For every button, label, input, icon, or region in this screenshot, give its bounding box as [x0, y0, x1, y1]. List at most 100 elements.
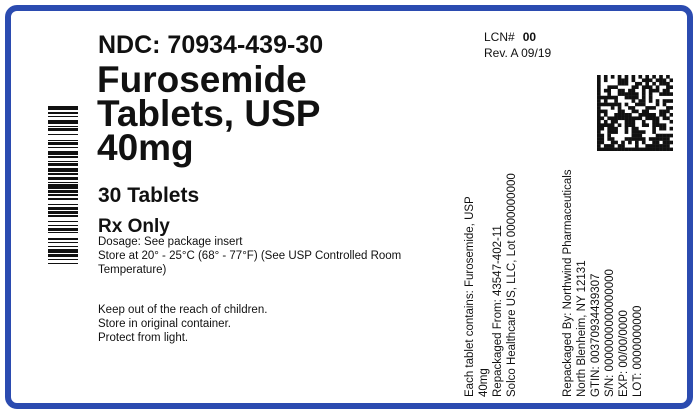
datamatrix-module: [631, 133, 636, 138]
datamatrix-module: [614, 140, 618, 145]
datamatrix-module: [659, 113, 663, 117]
datamatrix-module: [662, 102, 667, 107]
store-container-text: Store in original container.: [98, 318, 231, 330]
datamatrix-module: [600, 137, 605, 141]
datamatrix-module: [621, 140, 625, 145]
datamatrix-module: [659, 81, 663, 86]
datamatrix-module: [638, 147, 643, 151]
datamatrix-module: [610, 123, 615, 128]
datamatrix-module: [621, 92, 625, 96]
datamatrix-module: [617, 144, 622, 148]
datamatrix-module: [597, 144, 601, 148]
datamatrix-module: [645, 113, 650, 117]
datamatrix-module: [666, 106, 670, 110]
datamatrix-module: [603, 99, 608, 103]
datamatrix-module: [666, 137, 670, 141]
datamatrix-module: [669, 113, 673, 117]
datamatrix-module: [607, 102, 612, 107]
datamatrix-module: [641, 137, 646, 141]
datamatrix-module: [610, 116, 615, 121]
datamatrix-module: [597, 147, 601, 151]
datamatrix-module: [600, 95, 605, 100]
side-text-line: EXP: 00/00/0000: [618, 310, 630, 397]
label-content: NDC: 70934-439-30 Furosemide Tablets, US…: [11, 11, 687, 403]
datamatrix-module: [655, 137, 660, 141]
datamatrix-module: [597, 123, 601, 128]
datamatrix-module: [659, 92, 663, 96]
barcode-bar: [48, 241, 78, 244]
datamatrix-module: [631, 116, 636, 121]
datamatrix-module: [652, 130, 656, 134]
datamatrix-module: [666, 147, 670, 151]
datamatrix-module: [631, 109, 636, 114]
keep-out-warning: Keep out of the reach of children.: [98, 304, 268, 316]
datamatrix-module: [603, 113, 608, 117]
datamatrix-module: [652, 81, 656, 86]
datamatrix-module: [638, 133, 643, 138]
datamatrix-module: [621, 147, 625, 151]
datamatrix-module: [597, 119, 601, 124]
datamatrix-module: [607, 88, 612, 93]
datamatrix-module: [638, 130, 643, 134]
datamatrix-module: [648, 78, 653, 83]
datamatrix-module: [600, 140, 605, 145]
datamatrix-module: [614, 99, 618, 103]
datamatrix-module: [666, 99, 670, 103]
datamatrix-module: [666, 144, 670, 148]
side-text-line: S/N: 0000000000000000: [604, 269, 616, 397]
datamatrix-module: [659, 133, 663, 138]
datamatrix-module: [610, 130, 615, 134]
datamatrix-module: [662, 144, 667, 148]
datamatrix-module: [597, 106, 601, 110]
datamatrix-module: [607, 130, 612, 134]
datamatrix-module: [641, 130, 646, 134]
datamatrix-module: [645, 109, 650, 114]
datamatrix-module: [621, 116, 625, 121]
datamatrix-module: [652, 147, 656, 151]
barcode-bar: [48, 146, 78, 148]
datamatrix-module: [645, 81, 650, 86]
datamatrix-module: [597, 75, 601, 79]
ingredient-column: Each tablet contains: Furosemide, USP 40…: [463, 173, 519, 397]
datamatrix-module: [662, 137, 667, 141]
datamatrix-module: [631, 147, 636, 151]
datamatrix-module: [635, 109, 639, 114]
datamatrix-module: [628, 113, 632, 117]
datamatrix-module: [614, 95, 618, 100]
datamatrix-module: [666, 81, 670, 86]
datamatrix-module: [607, 123, 612, 128]
barcode-bar: [48, 115, 78, 118]
datamatrix-module: [662, 78, 667, 83]
datamatrix-module: [655, 102, 660, 107]
datamatrix-module: [635, 130, 639, 134]
datamatrix-module: [614, 119, 618, 124]
barcode-bar: [48, 206, 78, 210]
datamatrix-module: [624, 81, 629, 86]
datamatrix-module: [617, 147, 622, 151]
datamatrix-module: [659, 137, 663, 141]
barcode-bar: [48, 184, 78, 189]
datamatrix-module: [662, 147, 667, 151]
drug-name: Furosemide Tablets, USP 40mg: [97, 61, 337, 166]
dosage-text: Dosage: See package insert: [98, 236, 243, 248]
barcode-bar: [48, 225, 78, 227]
datamatrix-module: [607, 147, 612, 151]
rx-only: Rx Only: [98, 216, 170, 237]
datamatrix-module: [631, 85, 636, 90]
datamatrix-module: [597, 99, 601, 103]
datamatrix-module: [628, 88, 632, 93]
datamatrix-module: [621, 144, 625, 148]
tablet-count: 30 Tablets: [98, 184, 200, 207]
datamatrix-module: [603, 123, 608, 128]
datamatrix-module: [648, 88, 653, 93]
datamatrix-module: [614, 102, 618, 107]
datamatrix-module: [624, 75, 629, 79]
datamatrix-module: [641, 147, 646, 151]
datamatrix-module: [662, 133, 667, 138]
datamatrix-module: [617, 113, 622, 117]
barcode-bar: [48, 156, 78, 158]
datamatrix-module: [655, 119, 660, 124]
barcode-bar: [48, 177, 78, 181]
datamatrix-module: [659, 123, 663, 128]
datamatrix-module: [652, 144, 656, 148]
